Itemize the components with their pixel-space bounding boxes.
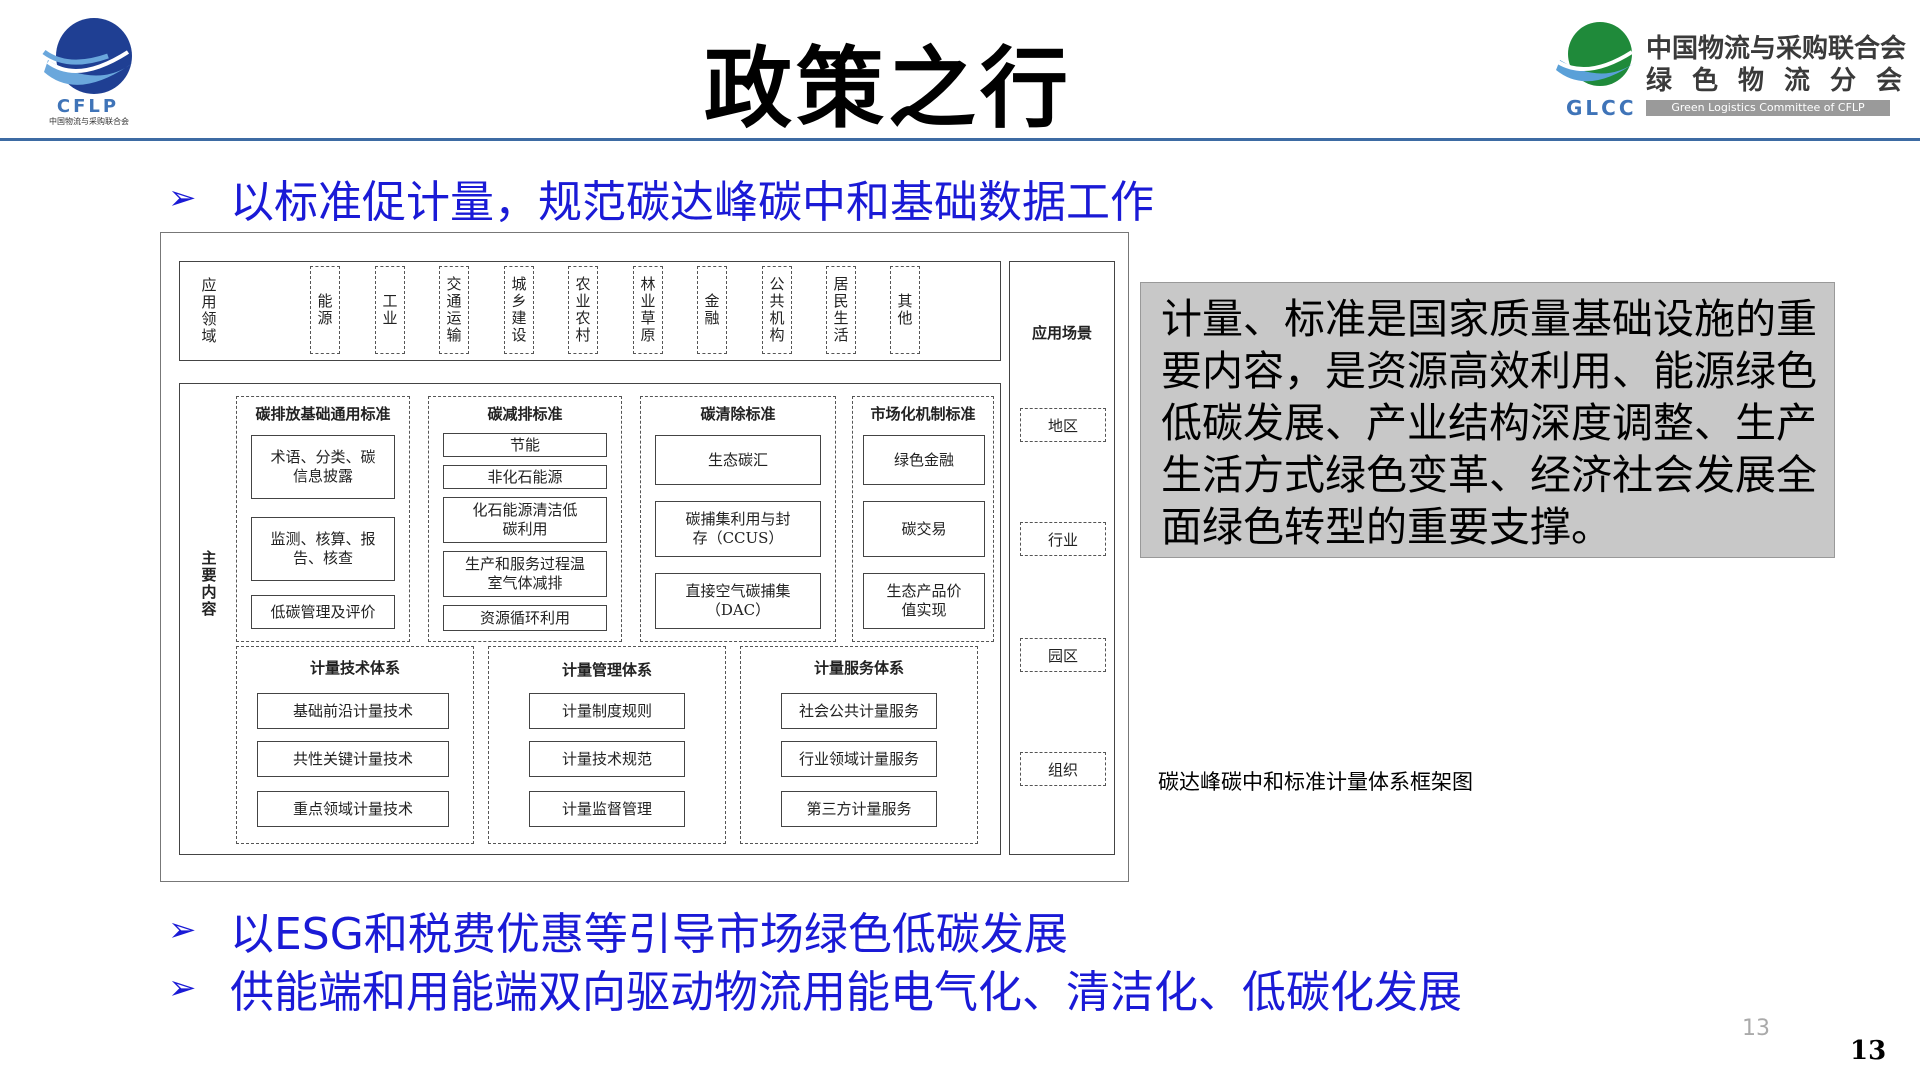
slide-number-placeholder: 13 [1742, 1016, 1770, 1041]
application-field-item: 农业农村 [568, 266, 598, 354]
standard-item: 低碳管理及评价 [251, 595, 395, 629]
standard-group: 碳排放基础通用标准 术语、分类、碳信息披露 监测、核算、报告、核查 低碳管理及评… [236, 396, 410, 642]
application-scenes-title: 应用场景 [1031, 324, 1092, 342]
application-field-item: 工业 [375, 266, 405, 354]
scene-item: 地区 [1020, 408, 1106, 442]
metrology-item: 第三方计量服务 [781, 791, 937, 827]
main-content-area: 主要内容 碳排放基础通用标准 术语、分类、碳信息披露 监测、核算、报告、核查 低… [179, 383, 1001, 855]
standard-item: 绿色金融 [863, 435, 985, 485]
glcc-org-name: 中国物流与采购联合会 [1646, 34, 1907, 64]
standard-group-title: 碳清除标准 [700, 405, 776, 423]
standard-group: 碳减排标准 节能 非化石能源 化石能源清洁低碳利用 生产和服务过程温室气体减排 … [428, 396, 622, 642]
metrology-system: 计量管理体系 计量制度规则 计量技术规范 计量监督管理 [488, 646, 726, 844]
scene-item: 园区 [1020, 638, 1106, 672]
application-field-item: 公共机构 [762, 266, 792, 354]
metrology-system-title: 计量服务体系 [813, 659, 904, 677]
bullet-text: 以ESG和税费优惠等引导市场绿色低碳发展 [230, 909, 1068, 960]
application-scenes-column: 应用场景 地区 行业 园区 组织 [1009, 261, 1115, 855]
standard-item: 生产和服务过程温室气体减排 [443, 551, 607, 597]
standard-item: 非化石能源 [443, 465, 607, 489]
glcc-logo [1552, 16, 1642, 106]
metrology-item: 社会公共计量服务 [781, 693, 937, 729]
cflp-logo-subtitle: 中国物流与采购联合会 [49, 117, 129, 126]
bullet-text: 以标准促计量，规范碳达峰碳中和基础数据工作 [230, 177, 1154, 228]
glcc-logo-letters: GLCC [1566, 96, 1637, 120]
application-field-item: 城乡建设 [504, 266, 534, 354]
metrology-system: 计量技术体系 基础前沿计量技术 共性关键计量技术 重点领域计量技术 [236, 646, 474, 844]
standard-group-title: 碳减排标准 [487, 405, 563, 423]
diagram-caption: 碳达峰碳中和标准计量体系框架图 [1158, 770, 1473, 794]
standard-item: 资源循环利用 [443, 605, 607, 631]
cflp-logo-text: CFLP [56, 96, 120, 117]
standard-group-title: 碳排放基础通用标准 [255, 405, 391, 423]
header-divider [0, 138, 1920, 141]
standard-item: 化石能源清洁低碳利用 [443, 497, 607, 543]
application-fields-row: 应用领域 能源 工业 交通运输 城乡建设 农业农村 林业草原 金融 公共机构 居… [179, 261, 1001, 361]
application-field-item: 其他 [890, 266, 920, 354]
metrology-system-title: 计量技术体系 [309, 659, 400, 677]
metrology-item: 共性关键计量技术 [257, 741, 449, 777]
metrology-system-title: 计量管理体系 [561, 661, 652, 679]
main-content-label: 主要内容 [199, 550, 218, 618]
standard-item: 节能 [443, 433, 607, 457]
metrology-item: 计量制度规则 [529, 693, 685, 729]
arrow-bullet-icon: ➢ [168, 178, 197, 218]
scene-item: 行业 [1020, 522, 1106, 556]
standard-group-title: 市场化机制标准 [870, 405, 976, 423]
application-field-item: 交通运输 [439, 266, 469, 354]
page-title: 政策之行 [703, 36, 1072, 140]
application-field-item: 居民生活 [826, 266, 856, 354]
bullet-3: ➢ 供能端和用能端双向驱动物流用能电气化、清洁化、低碳化发展 [168, 956, 1462, 1020]
bullet-2: ➢ 以ESG和税费优惠等引导市场绿色低碳发展 [168, 898, 1068, 962]
scene-item: 组织 [1020, 752, 1106, 786]
standard-group: 市场化机制标准 绿色金融 碳交易 生态产品价值实现 [852, 396, 994, 642]
arrow-bullet-icon: ➢ [168, 968, 197, 1008]
arrow-bullet-icon: ➢ [168, 910, 197, 950]
standard-item: 直接空气碳捕集（DAC） [655, 573, 821, 629]
standard-item: 生态碳汇 [655, 435, 821, 485]
standard-item: 碳交易 [863, 501, 985, 557]
metrology-item: 计量技术规范 [529, 741, 685, 777]
application-field-item: 林业草原 [633, 266, 663, 354]
bullet-text: 供能端和用能端双向驱动物流用能电气化、清洁化、低碳化发展 [230, 967, 1462, 1018]
metrology-system: 计量服务体系 社会公共计量服务 行业领域计量服务 第三方计量服务 [740, 646, 978, 844]
description-box: 计量、标准是国家质量基础设施的重要内容，是资源高效利用、能源绿色低碳发展、产业结… [1140, 282, 1835, 558]
glcc-org-branch: 绿色物流分会 [1646, 66, 1920, 96]
glcc-english-name: Green Logistics Committee of CFLP [1646, 100, 1890, 116]
application-field-item: 金融 [697, 266, 727, 354]
bullet-1: ➢ 以标准促计量，规范碳达峰碳中和基础数据工作 [168, 166, 1154, 230]
application-fields-label: 应用领域 [199, 277, 218, 345]
slide-number: 13 [1850, 1036, 1887, 1066]
cflp-logo [38, 12, 138, 132]
standard-item: 生态产品价值实现 [863, 573, 985, 629]
metrology-item: 计量监督管理 [529, 791, 685, 827]
framework-diagram: 应用领域 能源 工业 交通运输 城乡建设 农业农村 林业草原 金融 公共机构 居… [160, 232, 1129, 882]
metrology-item: 重点领域计量技术 [257, 791, 449, 827]
metrology-item: 基础前沿计量技术 [257, 693, 449, 729]
application-field-item: 能源 [310, 266, 340, 354]
standard-item: 碳捕集利用与封存（CCUS） [655, 501, 821, 557]
metrology-item: 行业领域计量服务 [781, 741, 937, 777]
standard-item: 术语、分类、碳信息披露 [251, 435, 395, 499]
standard-group: 碳清除标准 生态碳汇 碳捕集利用与封存（CCUS） 直接空气碳捕集（DAC） [640, 396, 836, 642]
standard-item: 监测、核算、报告、核查 [251, 517, 395, 581]
